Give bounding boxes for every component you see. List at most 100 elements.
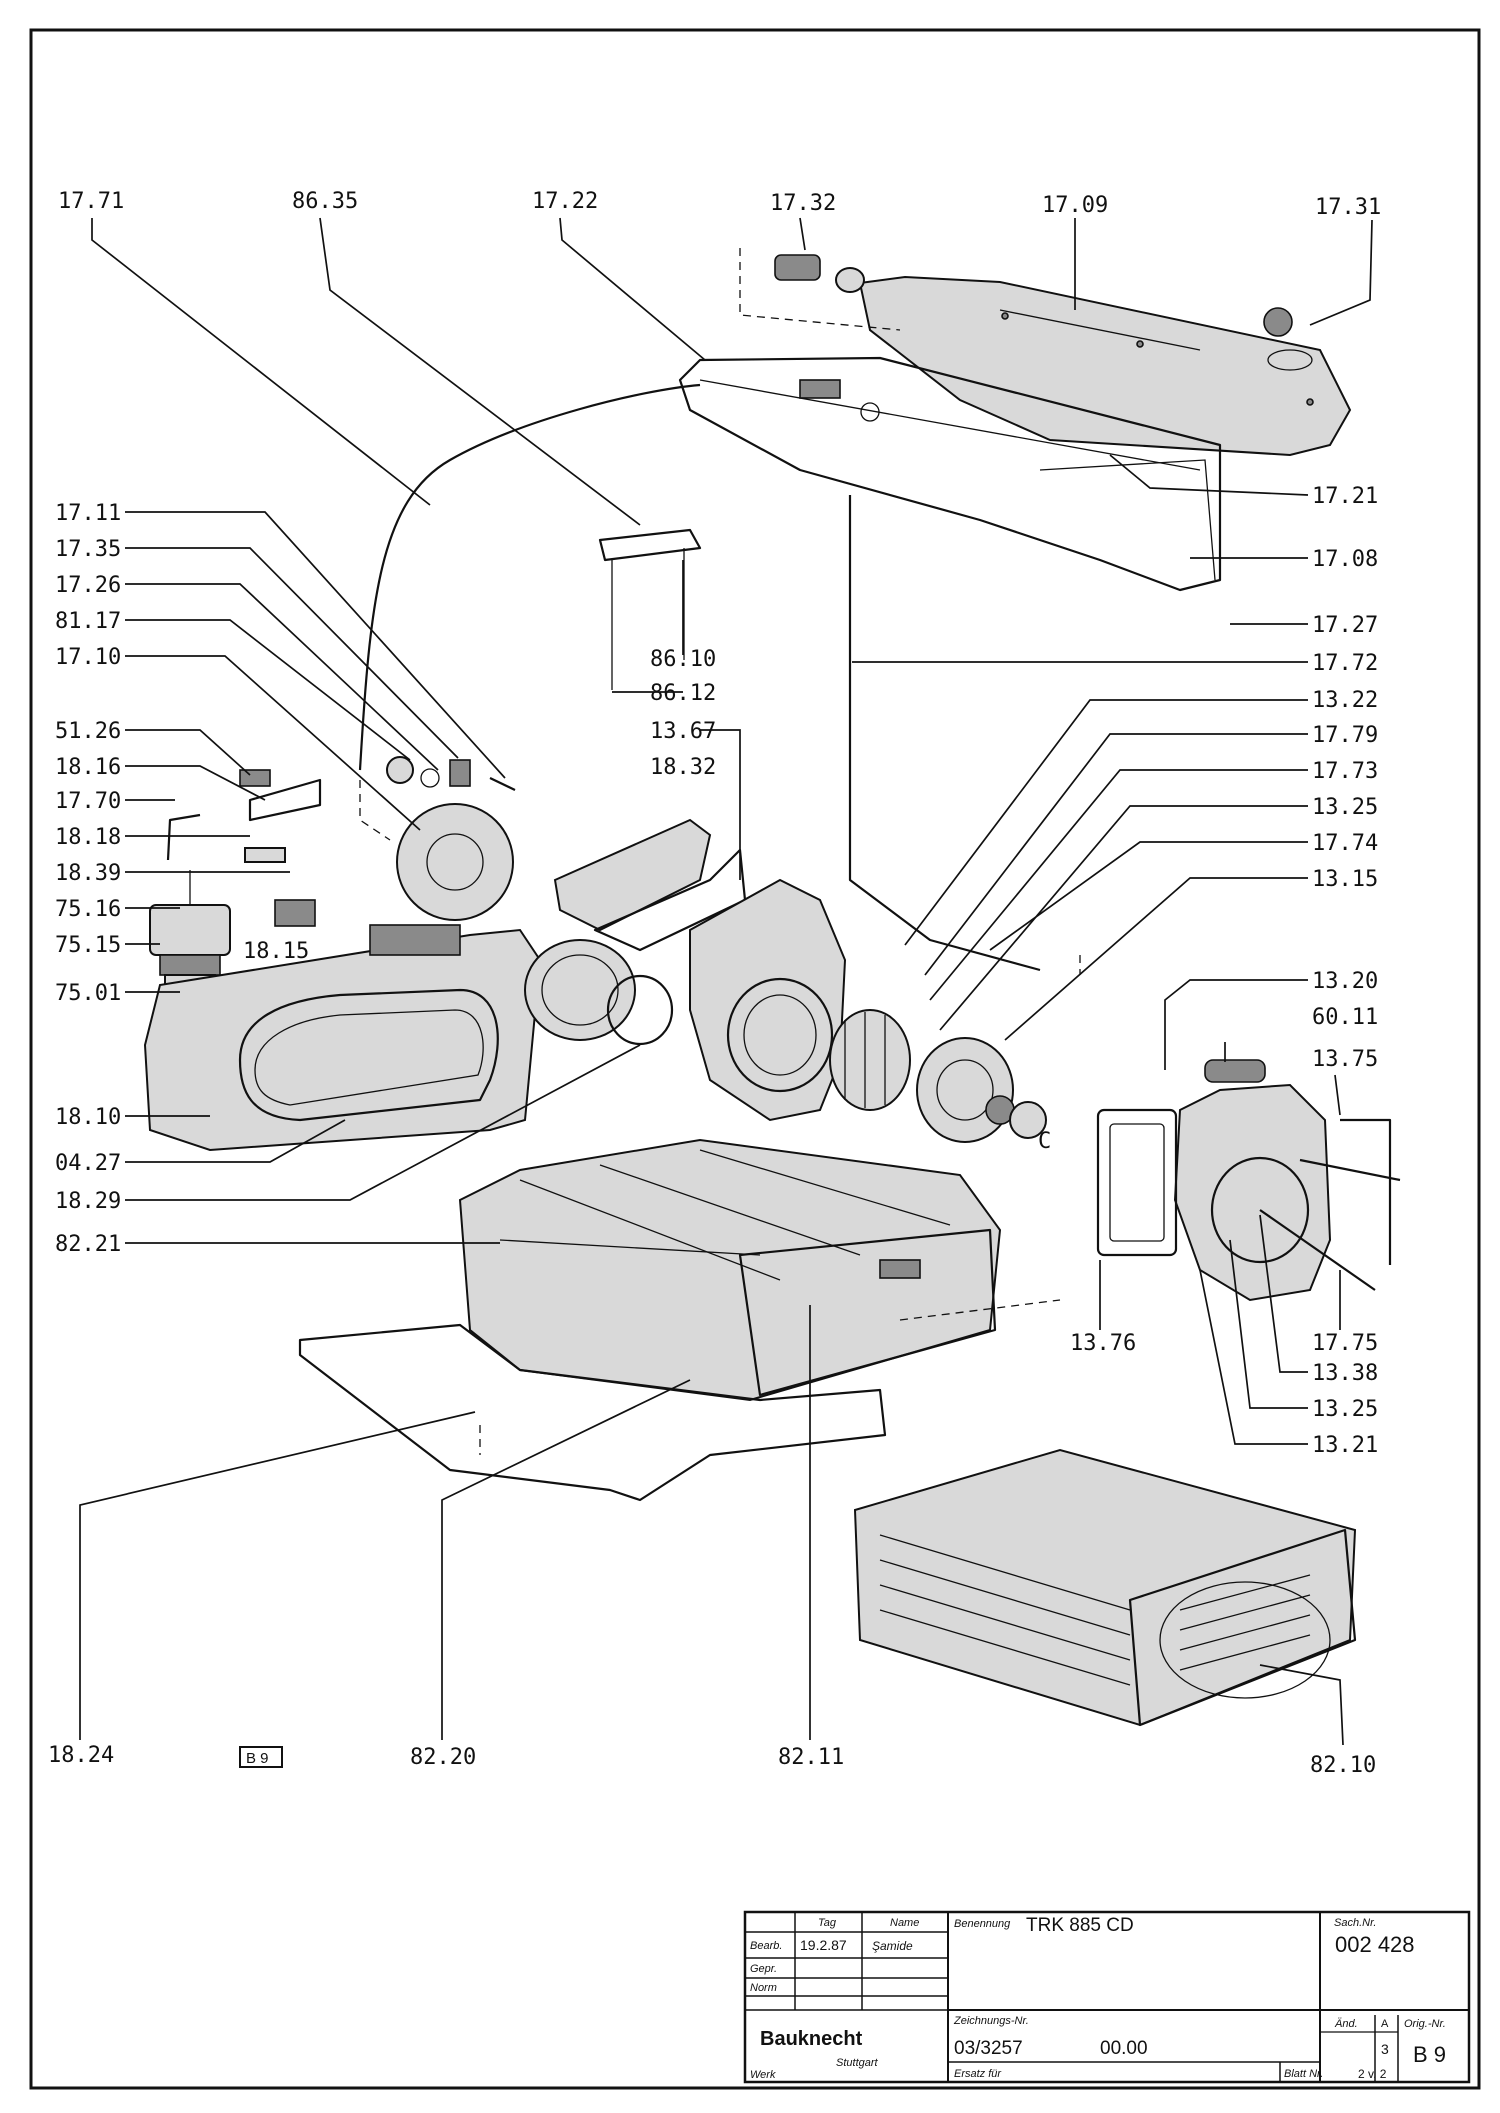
title-col-name: Name: [890, 1917, 919, 1929]
label-60-11: 60.11: [1312, 1005, 1378, 1030]
coupling-part: [739, 248, 901, 331]
bracket-part: [598, 528, 702, 562]
label-13-38: 13.38: [1312, 1361, 1378, 1386]
title-zeichnung-nr: 03/3257: [954, 2038, 1023, 2059]
label-18-32: 18.32: [650, 755, 716, 780]
label-13-76: 13.76: [1070, 1331, 1136, 1356]
title-aend-val: 3: [1381, 2041, 1389, 2057]
title-orig-val: B 9: [1413, 2042, 1446, 2067]
fan-wheel-part: [829, 1009, 1047, 1143]
tray-part: [678, 356, 1222, 592]
label-17-79: 17.79: [1312, 723, 1378, 748]
title-aend-label: Änd.: [1334, 2018, 1358, 2030]
label-86-12: 86.12: [650, 681, 716, 706]
sheet-tag-box: [239, 1746, 283, 1768]
hose-part: [358, 383, 701, 771]
drain-tube-part: [848, 495, 1041, 972]
label-18-10: 18.10: [55, 1105, 121, 1130]
title-block: Tag Name Bearb. Gepr. Norm 19.2.87 Şamid…: [743, 1910, 1471, 2084]
label-13-67: 13.67: [650, 719, 716, 744]
title-blatt-label: Blatt Nr.: [1284, 2068, 1323, 2080]
heat-exchanger-part: [853, 1448, 1357, 1727]
title-benennung-label: Benennung: [954, 1918, 1011, 1930]
label-81-17: 81.17: [55, 609, 121, 634]
drawing-frame: [29, 28, 1481, 2090]
label-13-22: 13.22: [1312, 688, 1378, 713]
label-17-08: 17.08: [1312, 547, 1378, 572]
label-82-11: 82.11: [778, 1745, 844, 1770]
label-17-73: 17.73: [1312, 759, 1378, 784]
sheet-tag: B 9: [246, 1750, 269, 1767]
small-components-part: [149, 756, 516, 996]
filter-housing-part: [143, 924, 636, 1152]
label-82-20: 82.20: [410, 1745, 476, 1770]
title-bearb-name: Şamide: [872, 1939, 913, 1953]
label-75-15: 75.15: [55, 933, 121, 958]
title-blatt-val: 2 v. 2: [1358, 2067, 1387, 2081]
label-86-10: 86.10: [650, 647, 716, 672]
label-17-75: 17.75: [1312, 1331, 1378, 1356]
title-row-norm: Norm: [750, 1982, 777, 1994]
title-brand: Bauknecht: [760, 2028, 863, 2050]
label-18-15: 18.15: [243, 939, 309, 964]
label-17-72: 17.72: [1312, 651, 1378, 676]
label-17-11: 17.11: [55, 501, 121, 526]
title-brand-city: Stuttgart: [836, 2057, 879, 2069]
label-13-25-bottom: 13.25: [1312, 1397, 1378, 1422]
blower-housing-part: [1096, 1059, 1401, 1302]
title-zeichnung-label: Zeichnungs-Nr.: [953, 2015, 1029, 2027]
title-zeichnung-ext: 00.00: [1100, 2038, 1148, 2059]
label-86-35: 86.35: [292, 189, 358, 214]
label-17-22: 17.22: [532, 189, 598, 214]
label-13-25-top: 13.25: [1312, 795, 1378, 820]
label-04-27: 04.27: [55, 1151, 121, 1176]
label-75-01: 75.01: [55, 981, 121, 1006]
label-17-21: 17.21: [1312, 484, 1378, 509]
label-18-24: 18.24: [48, 1743, 114, 1768]
label-c: C: [1038, 1129, 1051, 1154]
title-col-day: Tag: [818, 1917, 837, 1929]
label-13-75: 13.75: [1312, 1047, 1378, 1072]
label-18-18: 18.18: [55, 825, 121, 850]
title-row-bearb: Bearb.: [750, 1940, 782, 1952]
title-benennung: TRK 885 CD: [1026, 1915, 1134, 1936]
title-orig-label: Orig.-Nr.: [1404, 2018, 1446, 2030]
label-17-71: 17.71: [58, 189, 124, 214]
label-17-35: 17.35: [55, 537, 121, 562]
air-channel-part: [553, 818, 712, 932]
title-bearb-date: 19.2.87: [800, 1937, 847, 1953]
label-51-26: 51.26: [55, 719, 121, 744]
label-82-21: 82.21: [55, 1232, 121, 1257]
label-18-29: 18.29: [55, 1189, 121, 1214]
title-row-gepr: Gepr.: [750, 1963, 777, 1975]
label-17-70: 17.70: [55, 789, 121, 814]
label-13-20: 13.20: [1312, 969, 1378, 994]
label-75-16: 75.16: [55, 897, 121, 922]
label-17-27: 17.27: [1312, 613, 1378, 638]
label-82-10: 82.10: [1310, 1753, 1376, 1778]
seal-ring-part: [606, 974, 674, 1046]
label-13-21: 13.21: [1312, 1433, 1378, 1458]
part-labels: 17.71 86.35 17.22 17.32 17.09 17.31 17.2…: [48, 189, 1381, 1778]
label-17-10: 17.10: [55, 645, 121, 670]
fan-housing-part: [689, 878, 847, 1122]
label-17-32: 17.32: [770, 191, 836, 216]
title-werk-label: Werk: [750, 2069, 776, 2081]
label-13-15: 13.15: [1312, 867, 1378, 892]
label-17-31: 17.31: [1315, 195, 1381, 220]
label-18-39: 18.39: [55, 861, 121, 886]
label-17-09: 17.09: [1042, 193, 1108, 218]
leader-lines: [79, 217, 1373, 1746]
label-17-26: 17.26: [55, 573, 121, 598]
parts-illustration: [143, 248, 1401, 1727]
label-17-74: 17.74: [1312, 831, 1378, 856]
title-ersatz-label: Ersatz für: [954, 2068, 1002, 2080]
title-sach-nr: 002 428: [1335, 1932, 1415, 1957]
title-sach-label: Sach.Nr.: [1334, 1917, 1376, 1929]
title-aend-a: A: [1381, 2018, 1389, 2030]
base-frame-part: [458, 1138, 1002, 1402]
floor-plate-part: [298, 1323, 887, 1502]
water-container-part: [858, 275, 1352, 457]
label-18-16: 18.16: [55, 755, 121, 780]
